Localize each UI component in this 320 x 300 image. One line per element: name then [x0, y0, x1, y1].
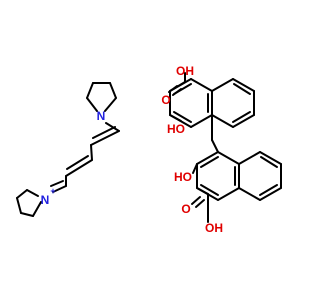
bond: [232, 78, 255, 92]
bond: [238, 187, 261, 201]
lower-naphthalene: [196, 151, 282, 201]
pamoic-acid-anion: OH O HO HO: [161, 64, 282, 235]
bond: [190, 78, 213, 92]
pentadienylidene-chain: [50, 122, 120, 193]
aromatic-inner-line: [259, 184, 278, 196]
methylene-bridge-bond: [211, 139, 219, 153]
aromatic-inner-line: [173, 111, 192, 123]
chemical-structure-drawing: N N +: [0, 0, 300, 300]
bond: [104, 97, 117, 112]
iminium-double-bond: [52, 185, 67, 193]
carboxyl-c-o-double-bond: [195, 199, 205, 208]
carboxyl-double-bond-line: [191, 196, 201, 205]
lower-pyrrolidine-ring: [16, 189, 42, 217]
bond: [211, 78, 234, 92]
bond: [238, 151, 261, 165]
double-bond: [65, 159, 93, 177]
carboxyl-double-bond-line: [168, 85, 178, 93]
bond: [169, 114, 182, 122]
bond: [196, 151, 219, 165]
lower-hydroxyl-label: HO: [174, 170, 192, 184]
upper-carbonyl-oxygen-label: O: [161, 93, 170, 107]
lower-ring-nitrogen-label: N: [41, 193, 50, 207]
bond: [211, 114, 234, 128]
bond: [16, 189, 28, 199]
lower-carbonyl-oxygen-label: O: [181, 202, 190, 216]
bond: [86, 97, 98, 112]
upper-hydroxyl-label: HO: [167, 122, 185, 136]
bond: [109, 82, 117, 99]
positive-charge-label: +: [50, 186, 55, 196]
aromatic-inner-line: [232, 111, 251, 123]
aromatic-inner-line: [260, 156, 278, 168]
lower-carboxyl-oh-label: OH: [205, 221, 223, 235]
iminium-double-bond-inner-line: [50, 180, 64, 187]
bond: [232, 114, 255, 128]
aromatic-inner-line: [200, 156, 219, 168]
bond: [217, 151, 240, 165]
bond: [192, 163, 198, 174]
pyrrolidinium-cation: N N +: [16, 82, 120, 217]
bond: [90, 144, 93, 161]
bond: [196, 187, 209, 195]
bond: [259, 151, 282, 165]
bond: [20, 212, 34, 217]
bond: [105, 122, 120, 132]
bond: [26, 189, 39, 197]
double-bond: [90, 130, 120, 146]
upper-carboxyl-oh-label: OH: [176, 64, 194, 78]
double-bond-inner-line: [66, 155, 89, 170]
bond: [32, 201, 42, 217]
bond: [190, 114, 213, 128]
background: [0, 0, 300, 300]
bond: [86, 82, 94, 99]
double-bond-inner-line: [92, 126, 116, 139]
bond: [16, 197, 22, 214]
aromatic-inner-line: [200, 184, 219, 196]
bond: [217, 187, 240, 201]
carboxyl-c-o-double-bond: [172, 88, 182, 96]
upper-ring-nitrogen-label: N: [97, 109, 106, 123]
upper-pyrrolidine-ring: [86, 82, 117, 112]
aromatic-inner-line: [233, 83, 251, 95]
bond: [259, 187, 282, 201]
